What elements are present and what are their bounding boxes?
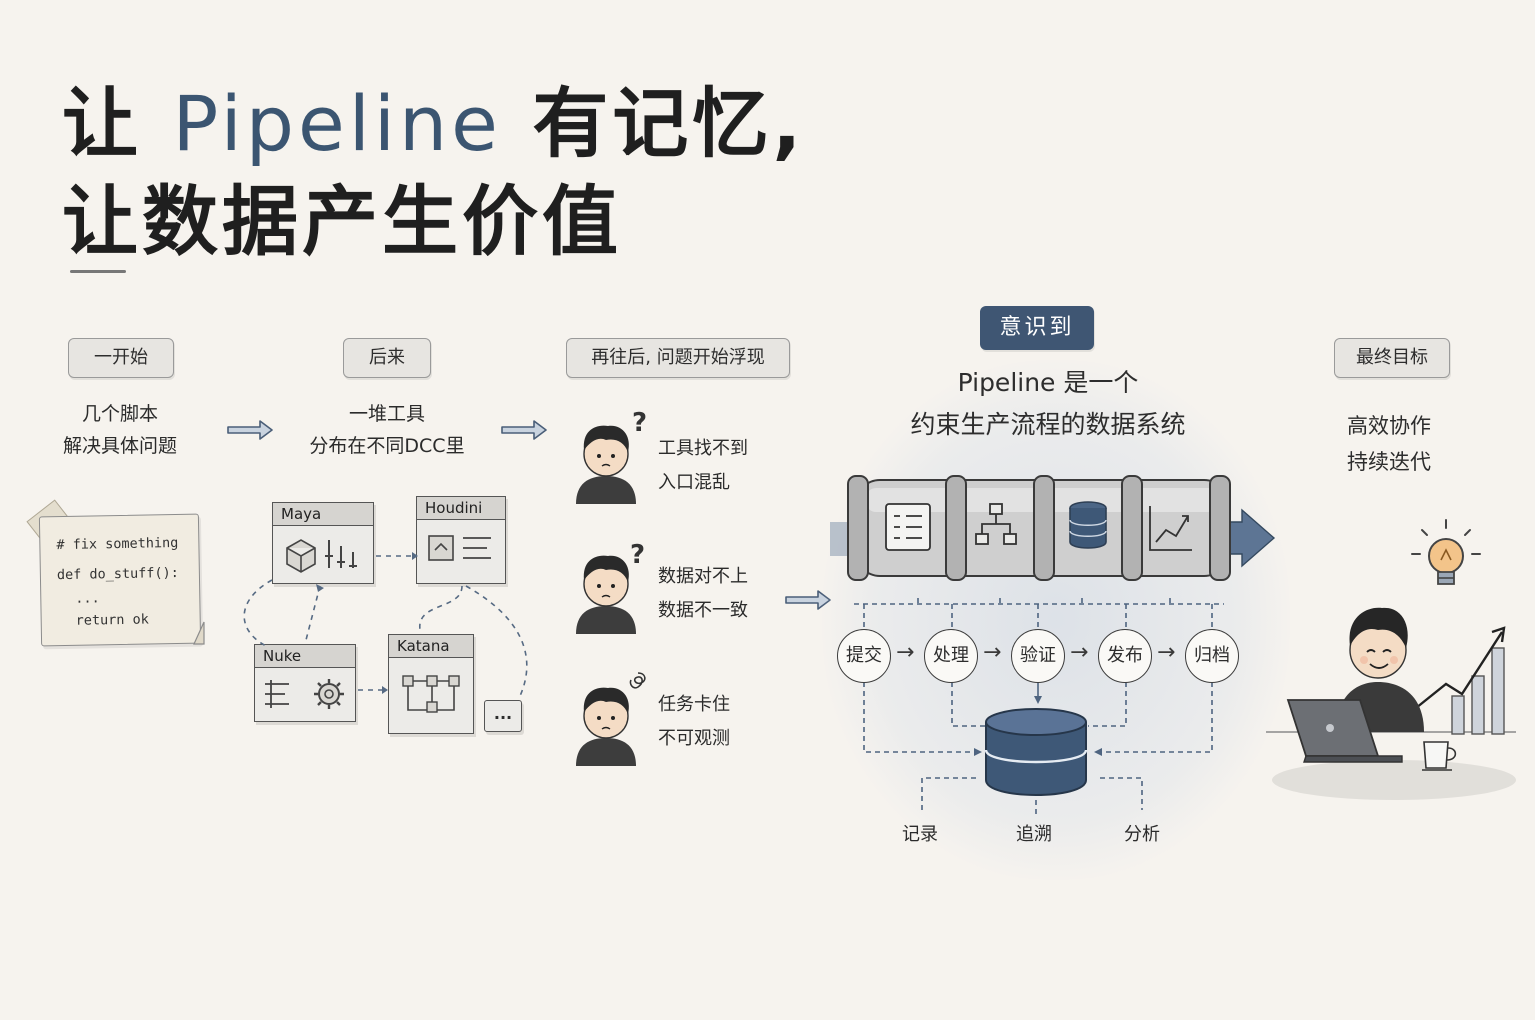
step-process: 处理 xyxy=(924,629,978,683)
stage-problems-tag: 再往后, 问题开始浮现 xyxy=(566,338,790,378)
window-title: Katana xyxy=(389,635,473,658)
problem-2-line2: 数据不一致 xyxy=(658,600,748,621)
output-trace: 追溯 xyxy=(1016,824,1052,845)
worried-person-avatar xyxy=(576,555,636,634)
step-arrow-icon: → xyxy=(1070,640,1089,665)
code-line: def do_stuff(): xyxy=(56,564,179,584)
node-graph-icon xyxy=(402,675,460,713)
question-mark-icon: ? xyxy=(632,408,648,438)
problem-1-line2: 入口混乱 xyxy=(658,472,730,493)
title-accent-pipeline: Pipeline xyxy=(172,79,502,168)
more-ellipsis: ... xyxy=(493,704,513,723)
document-icon xyxy=(885,503,931,551)
step-archive: 归档 xyxy=(1185,629,1239,683)
title-suffix: 有记忆, xyxy=(501,79,806,168)
question-mark-icon: ? xyxy=(630,540,646,570)
houdini-window: Houdini xyxy=(416,496,506,584)
output-record: 记录 xyxy=(902,824,938,845)
cube-icon xyxy=(286,539,357,573)
problem-2-line1: 数据对不上 xyxy=(658,566,748,587)
code-line: ... xyxy=(75,590,100,607)
stage-later-line2: 分布在不同DCC里 xyxy=(309,435,465,457)
stage-start-line1: 几个脚本 xyxy=(81,403,158,425)
more-tools-box: ... xyxy=(484,700,522,732)
stage-start-tag: 一开始 xyxy=(68,338,174,378)
step-connectors xyxy=(854,598,1224,756)
step-arrow-icon: → xyxy=(896,640,915,665)
page-title-line-1: 让 Pipeline 有记忆, xyxy=(62,62,805,172)
output-analyze: 分析 xyxy=(1124,824,1160,845)
step-publish: 发布 xyxy=(1098,629,1152,683)
maya-window: Maya xyxy=(272,502,374,584)
stage-start-desc: 几个脚本 解决具体问题 xyxy=(40,398,200,462)
katana-window: Katana xyxy=(388,634,474,734)
goal-line1: 高效协作 xyxy=(1347,414,1431,438)
problem-3: 任务卡住 不可观测 xyxy=(658,688,730,756)
window-title: Maya xyxy=(273,503,373,526)
pipeline-tube xyxy=(830,475,1276,581)
tangle-icon xyxy=(629,672,646,689)
step-validate: 验证 xyxy=(1011,629,1065,683)
lightbulb-icon xyxy=(1411,519,1481,585)
title-prefix: 让 xyxy=(62,79,173,168)
stage-later-desc: 一堆工具 分布在不同DCC里 xyxy=(292,398,482,462)
nuke-window: Nuke xyxy=(254,644,356,722)
hierarchy-icon xyxy=(975,503,1017,545)
goal-desc: 高效协作 持续迭代 xyxy=(1325,408,1453,480)
page-title-line-2: 让数据产生价值 xyxy=(62,177,622,266)
script-note: # fix something def do_stuff(): ... retu… xyxy=(38,513,202,647)
code-line: # fix something xyxy=(56,534,179,554)
stage-later-line1: 一堆工具 xyxy=(348,403,425,425)
title-divider xyxy=(70,270,126,273)
bar-chart-icon xyxy=(1451,647,1505,735)
output-connectors xyxy=(921,777,1143,814)
step-arrow-icon: → xyxy=(983,640,1002,665)
code-line: return ok xyxy=(75,611,149,629)
central-database-icon xyxy=(984,708,1088,796)
pipeline-definition: Pipeline 是一个 约束生产流程的数据系统 xyxy=(880,362,1216,446)
problem-1-line1: 工具找不到 xyxy=(658,438,748,459)
problem-1: 工具找不到 入口混乱 xyxy=(658,432,748,500)
problem-3-line1: 任务卡住 xyxy=(658,694,730,715)
problem-2: 数据对不上 数据不一致 xyxy=(658,560,748,628)
note-curl-icon xyxy=(193,621,205,645)
window-title: Houdini xyxy=(417,497,505,520)
tool-connections xyxy=(243,552,528,697)
step-arrow-icon: → xyxy=(1157,640,1176,665)
trend-chart-icon xyxy=(1149,506,1192,551)
stage-later-tag: 后来 xyxy=(343,338,431,378)
window-title: Nuke xyxy=(255,645,355,668)
step-submit: 提交 xyxy=(837,629,891,683)
stuck-person-avatar xyxy=(576,687,636,766)
pipeline-definition-line2: 约束生产流程的数据系统 xyxy=(910,410,1186,439)
stage-start-line2: 解决具体问题 xyxy=(62,435,177,457)
flow-arrow-icon xyxy=(501,420,547,440)
panel-icon xyxy=(428,535,491,561)
pipeline-definition-line1: Pipeline 是一个 xyxy=(957,368,1139,397)
laptop-icon xyxy=(1286,699,1403,763)
confused-person-avatar xyxy=(576,425,636,504)
coffee-cup-icon xyxy=(1422,741,1457,771)
database-icon xyxy=(1069,501,1107,549)
stage-realize-tag: 意识到 xyxy=(980,306,1094,350)
happy-developer-illustration xyxy=(1266,607,1516,800)
gear-icon xyxy=(265,679,344,709)
goal-line2: 持续迭代 xyxy=(1347,450,1431,474)
stage-goal-tag: 最终目标 xyxy=(1334,338,1450,378)
flow-arrow-icon xyxy=(227,420,273,440)
problem-3-line2: 不可观测 xyxy=(658,728,730,749)
